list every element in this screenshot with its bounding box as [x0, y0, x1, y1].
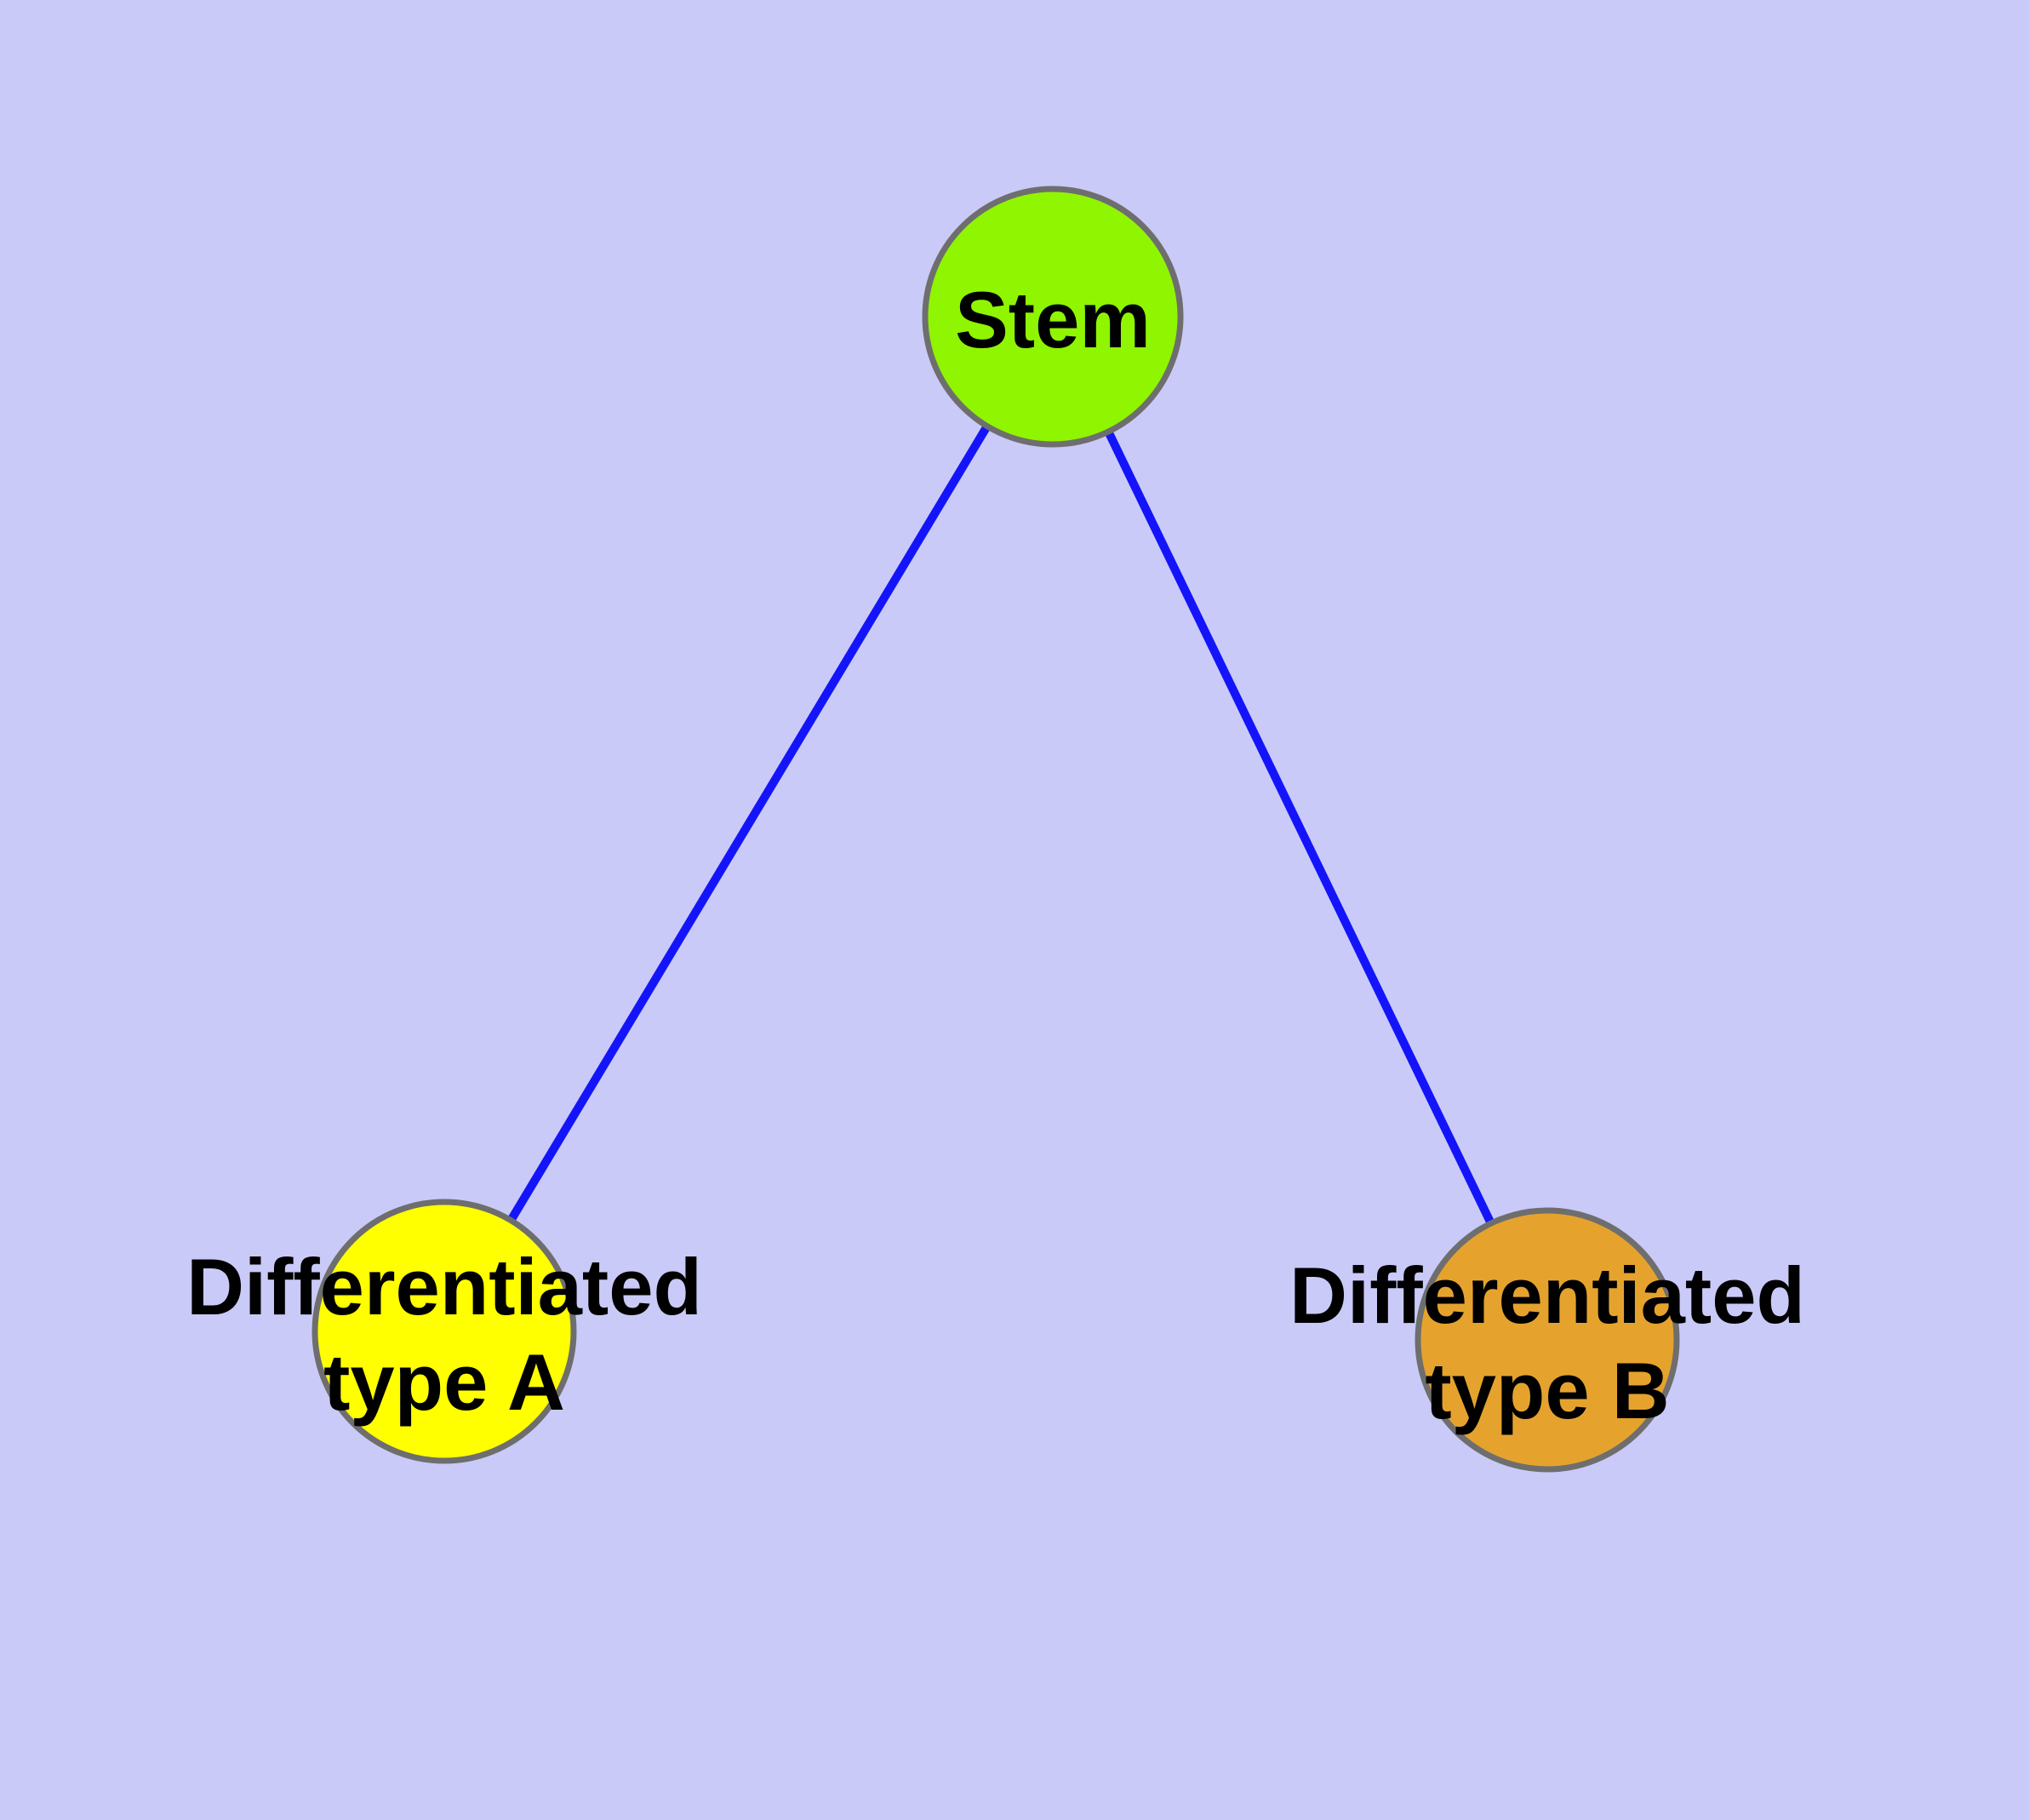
edge-stem-to-type-a [440, 314, 1057, 1334]
node-stem-circle [922, 186, 1184, 448]
node-type-a-label-line-2: type A [323, 1337, 565, 1427]
node-type-b-label-line-2: type B [1425, 1346, 1670, 1435]
node-type-a-label-line-1: Differentiated [186, 1242, 702, 1331]
node-type-a-circle [311, 1199, 577, 1464]
node-type-b-label: Differentiated type B [1289, 1248, 1805, 1439]
node-type-b-label-line-1: Differentiated [1289, 1251, 1805, 1340]
node-type-a-label: Differentiated type A [186, 1239, 702, 1430]
node-stem-label-line: Stem [955, 275, 1151, 364]
node-type-b-circle [1415, 1207, 1680, 1473]
node-stem-label: Stem [955, 272, 1151, 368]
edge-stem-to-type-b [1049, 314, 1552, 1342]
